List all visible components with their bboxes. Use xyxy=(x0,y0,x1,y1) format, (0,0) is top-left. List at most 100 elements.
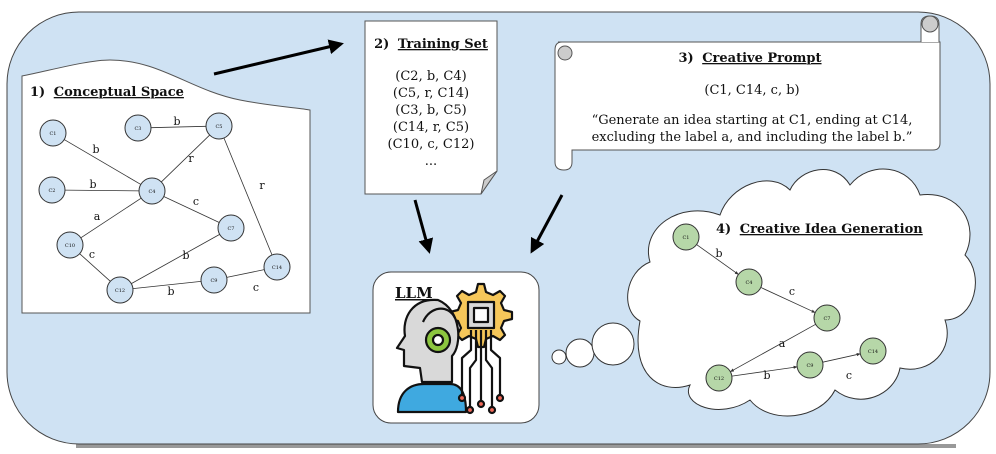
training-triple: ... xyxy=(425,154,437,169)
node-label: C5 xyxy=(215,124,222,130)
graph-edge xyxy=(760,287,816,313)
thought-bubble-large xyxy=(591,322,635,366)
creative-prompt-panel: 3) Creative Prompt (C1, C14, c, b) “Gene… xyxy=(554,15,941,171)
node-label: C7 xyxy=(227,226,234,232)
svg-text:3) Creative Prompt: 3) Creative Prompt xyxy=(678,51,821,66)
edge-label: b xyxy=(715,247,722,260)
graph-edge xyxy=(64,189,140,192)
edge-label: a xyxy=(94,210,101,223)
graph-node xyxy=(38,176,66,204)
edge-label: b xyxy=(92,143,99,156)
node-label: C2 xyxy=(48,188,55,194)
edge-label: c xyxy=(193,195,199,208)
edge-label: c xyxy=(789,285,795,298)
graph-node xyxy=(813,304,841,332)
training-set-panel: 2) Training Set (C2, b, C4)(C5, r, C14)(… xyxy=(364,20,498,195)
graph-node xyxy=(124,114,152,142)
node-label: C7 xyxy=(823,316,830,322)
arrow-concept-to-training xyxy=(213,39,344,76)
edge-label: r xyxy=(259,179,265,192)
graph-edge xyxy=(150,125,207,129)
creative-prompt-number: 3) xyxy=(678,51,693,66)
graph-edge xyxy=(161,134,210,183)
idea-generation-number: 4) xyxy=(716,222,731,237)
graph-edge xyxy=(64,139,141,185)
training-triple: (C14, r, C5) xyxy=(393,120,469,135)
node-label: C10 xyxy=(65,243,75,249)
edge-label: b xyxy=(182,249,189,262)
graph-node xyxy=(56,231,84,259)
creative-prompt-text-line1: “Generate an idea starting at C1, ending… xyxy=(592,113,913,128)
arrow-prompt-to-llm xyxy=(530,194,564,254)
graph-edge xyxy=(696,244,739,275)
scroll-curl-top-icon xyxy=(921,15,939,33)
edge-label: b xyxy=(763,369,770,382)
creative-prompt-tuple: (C1, C14, c, b) xyxy=(704,83,799,98)
edge-label: r xyxy=(188,152,194,165)
graph-edge xyxy=(131,233,220,285)
node-label: C9 xyxy=(806,363,813,369)
conceptual-space-title: Conceptual Space xyxy=(54,85,184,100)
thought-bubble-small xyxy=(551,349,567,365)
node-label: C4 xyxy=(148,189,155,195)
node-label: C14 xyxy=(868,349,878,355)
robot-head-gear-chip-icon xyxy=(395,282,514,415)
node-label: C3 xyxy=(134,126,141,132)
graph-edge xyxy=(731,365,798,377)
graph-node xyxy=(39,119,67,147)
node-label: C4 xyxy=(745,280,752,286)
svg-text:4) Creative Idea Generat: 4) Creative Idea Generation xyxy=(716,222,923,237)
graph-edge xyxy=(223,137,273,256)
conceptual-space-panel: 1) Conceptual Space b b r r b c a c b b c C1 C3 C5C2… xyxy=(21,59,311,314)
idea-generation-title: Creative Idea Generation xyxy=(740,222,924,237)
graph-node xyxy=(106,276,134,304)
graph-node xyxy=(859,337,887,365)
scroll-curl-left-icon xyxy=(557,45,573,61)
graph-node xyxy=(200,266,228,294)
conceptual-space-number: 1) xyxy=(30,85,45,100)
llm-title: LLM xyxy=(395,284,433,302)
graph-node xyxy=(796,351,824,379)
graph-edge xyxy=(822,353,861,363)
edge-label: c xyxy=(89,248,95,261)
wavy-page-shape xyxy=(21,59,311,314)
graph-edge xyxy=(163,196,220,223)
page-fold-corner xyxy=(480,170,498,195)
edge-label: a xyxy=(779,337,786,350)
thought-bubble-medium xyxy=(565,338,595,368)
training-set-number: 2) xyxy=(374,37,389,52)
edge-label: c xyxy=(253,281,259,294)
idea-generation-panel: 4) Creative Idea Generation b c a b c C1C4C7… xyxy=(627,168,976,417)
graph-node xyxy=(263,253,291,281)
training-triple: (C10, c, C12) xyxy=(388,137,475,152)
scroll-shape xyxy=(554,41,941,171)
edge-label: b xyxy=(167,285,174,298)
llm-panel: LLM xyxy=(372,271,540,424)
node-label: C12 xyxy=(115,288,125,294)
thought-bubbles xyxy=(551,322,635,368)
arrow-training-to-llm xyxy=(413,199,434,254)
training-set-title: Training Set xyxy=(398,37,488,52)
graph-edge xyxy=(79,253,111,282)
training-triple: (C3, b, C5) xyxy=(395,103,466,118)
graph-edge xyxy=(80,197,142,239)
graph-edge xyxy=(132,280,202,290)
edge-label: b xyxy=(89,178,96,191)
training-triple: (C2, b, C4) xyxy=(395,69,466,84)
node-label: C9 xyxy=(210,278,217,284)
node-label: C1 xyxy=(49,131,56,137)
graph-edge xyxy=(730,323,816,373)
edge-label: b xyxy=(173,115,180,128)
edge-label: c xyxy=(846,369,852,382)
svg-text:1) Conceptual Space: 1) Conceptual Space xyxy=(30,85,184,100)
node-label: C1 xyxy=(682,235,689,241)
node-label: C14 xyxy=(272,265,282,271)
graph-node xyxy=(205,112,233,140)
creative-prompt-text-line2: excluding the label a, and including the… xyxy=(592,130,913,145)
graph-node xyxy=(705,364,733,392)
svg-text:2) Training Set: 2) Training Set xyxy=(374,37,488,52)
cloud-shape xyxy=(627,168,976,417)
graph-node xyxy=(138,177,166,205)
graph-node xyxy=(735,268,763,296)
creative-prompt-title: Creative Prompt xyxy=(702,51,821,66)
